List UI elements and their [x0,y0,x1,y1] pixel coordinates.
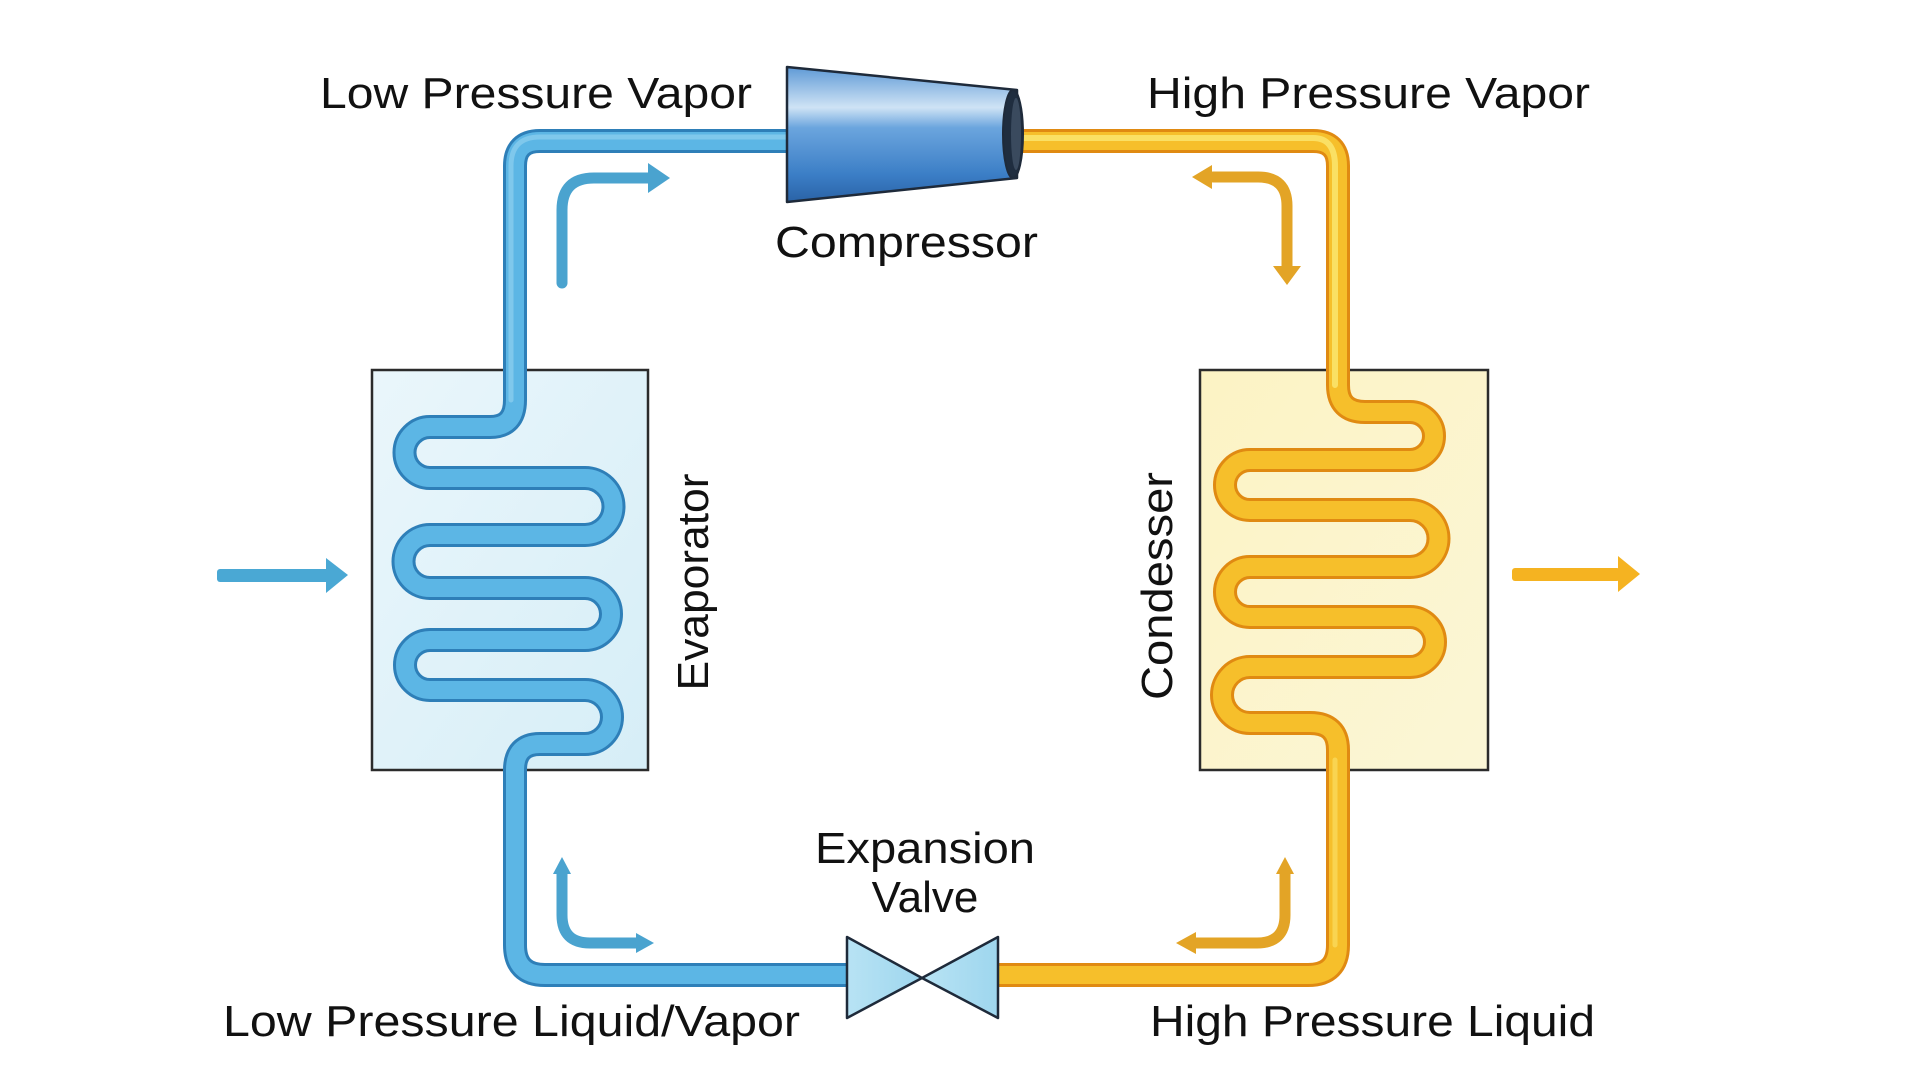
hot-pipe [983,129,1451,987]
heat-outlet-arrow [1512,556,1640,592]
flow-arrow-bottom-left [556,866,644,949]
arrowhead-icon [1176,932,1196,954]
label-evaporator: Evaporator [669,474,718,691]
compressor[interactable] [785,65,1024,204]
cold-pipe [391,129,864,987]
expansion-valve[interactable] [845,935,1000,1020]
label-high-pressure-vapor: High Pressure Vapor [1147,69,1590,118]
label-low-pressure-liquid-vapor: Low Pressure Liquid/Vapor [223,997,800,1046]
label-condenser: Condesser [1133,472,1182,700]
label-compressor: Compressor [775,218,1038,267]
arrowhead-icon [1273,266,1301,285]
arrowhead-icon [1276,857,1294,874]
arrowhead-icon [636,933,654,953]
flow-arrow-bottom-right [1189,866,1291,949]
label-high-pressure-liquid: High Pressure Liquid [1150,997,1595,1046]
flow-arrow-top-left [556,172,656,289]
label-expansion-valve-line2: Valve [872,873,979,922]
flow-arrow-top-right [1207,171,1293,274]
arrowhead-icon [648,163,670,193]
heat-inlet-arrow [217,558,348,593]
arrowhead-icon [553,857,571,874]
label-expansion-valve-line1: Expansion [815,824,1035,873]
arrowhead-icon [1192,165,1212,189]
label-low-pressure-vapor: Low Pressure Vapor [320,69,752,118]
